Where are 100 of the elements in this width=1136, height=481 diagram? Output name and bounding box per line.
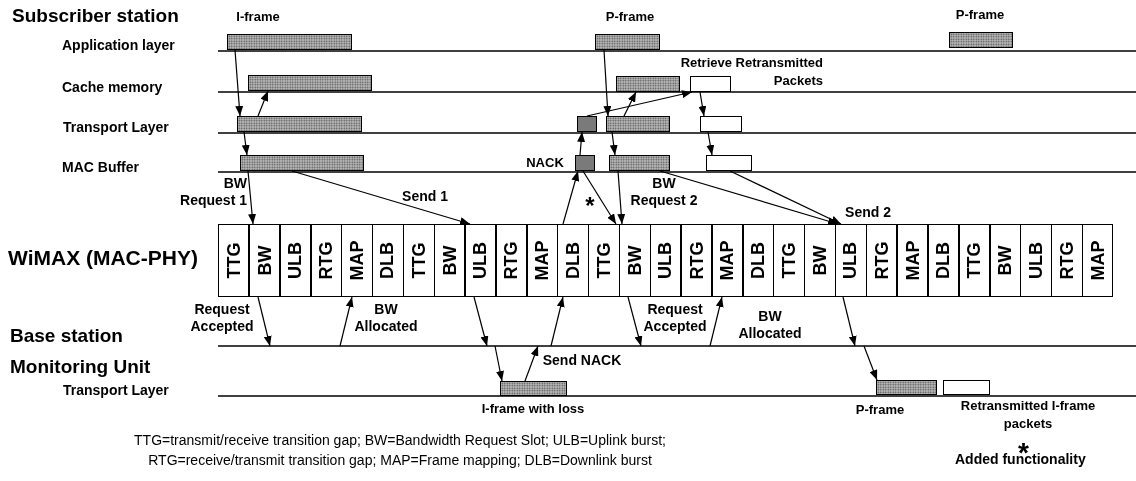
arrow xyxy=(709,296,724,347)
packet-bar xyxy=(237,116,362,132)
frame-slot xyxy=(464,224,497,297)
frame-slot xyxy=(1051,224,1083,297)
packet-bar xyxy=(706,155,752,171)
arrow xyxy=(234,49,244,117)
frame-slot xyxy=(279,224,312,297)
frame-slot xyxy=(495,224,528,297)
arrow xyxy=(257,296,272,347)
edge-label: BW Request 1 xyxy=(179,175,248,209)
slot-label: TTG xyxy=(223,242,245,279)
slot-label: BW xyxy=(809,245,831,276)
slot-label: BW xyxy=(994,245,1016,276)
frame-label: I-frame with loss xyxy=(481,399,585,418)
frame-slot xyxy=(403,224,435,297)
row-label: Base station xyxy=(10,326,123,347)
edge-label: Request Accepted xyxy=(189,301,255,335)
arrow xyxy=(842,296,857,347)
slot-label: MAP xyxy=(346,240,368,281)
slot-label: ULB xyxy=(284,242,306,279)
frame-slot xyxy=(588,224,620,297)
abbreviation-note: TTG=transmit/receive transition gap; BW=Bandwidth Request Slot; ULB=Uplink burst; RTG=receive/transmit transition gap; MAP=Frame mapping; DLB=Downlink burst xyxy=(133,431,667,471)
arrow xyxy=(603,49,612,117)
row-label: MAC Buffer xyxy=(62,160,139,176)
arrow xyxy=(706,131,715,156)
slot-label: RTG xyxy=(315,241,337,280)
arrow xyxy=(257,90,269,117)
frame-label: I-frame xyxy=(236,7,280,26)
slot-label: ULB xyxy=(655,242,677,279)
slot-label: TTG xyxy=(963,242,985,279)
slot-label: TTG xyxy=(593,242,615,279)
frame-label: P-frame xyxy=(955,5,1005,24)
frame-label: P-frame xyxy=(855,400,905,419)
slot-label: BW xyxy=(439,245,461,276)
packet-bar xyxy=(240,155,364,171)
arrow xyxy=(241,131,250,156)
packet-bar xyxy=(876,380,937,395)
slot-label: TTG xyxy=(778,242,800,279)
frame-label: P-frame xyxy=(605,7,655,26)
edge-label: Send 1 xyxy=(401,187,449,205)
arrow xyxy=(550,296,565,347)
slot-label: BW xyxy=(624,245,646,276)
packet-bar xyxy=(595,34,660,50)
slot-label: DLB xyxy=(932,242,954,279)
frame-slot xyxy=(1020,224,1052,297)
slot-label: MAP xyxy=(1087,240,1109,281)
row-label: Subscriber station xyxy=(12,6,179,27)
frame-slot xyxy=(989,224,1021,297)
edge-label: BW Request 2 xyxy=(629,175,699,209)
slot-label: ULB xyxy=(840,242,862,279)
row-label: Transport Layer xyxy=(63,120,169,136)
slot-label: TTG xyxy=(408,242,430,279)
frame-label: NACK xyxy=(526,153,564,172)
arrow xyxy=(494,345,504,382)
edge-label: BW Allocated xyxy=(737,308,803,342)
slot-label: DLB xyxy=(747,242,769,279)
packet-bar xyxy=(943,380,990,395)
edge-label: BW Allocated xyxy=(353,301,419,335)
arrow xyxy=(586,90,693,117)
slot-label: ULB xyxy=(1025,242,1047,279)
slot-label: RTG xyxy=(500,241,522,280)
slot-label: MAP xyxy=(902,240,924,281)
arrow xyxy=(609,131,618,156)
frame-slot xyxy=(680,224,713,297)
arrow xyxy=(698,91,707,117)
slot-label: RTG xyxy=(686,241,708,280)
packet-bar xyxy=(949,32,1013,48)
frame-slot xyxy=(742,224,774,297)
row-label: Transport Layer xyxy=(63,383,169,399)
arrow xyxy=(729,170,842,225)
edge-label: Request Accepted xyxy=(642,301,708,335)
frame-slot xyxy=(835,224,867,297)
arrow xyxy=(623,91,637,117)
slot-label: DLB xyxy=(562,242,584,279)
packet-bar xyxy=(575,155,595,171)
slot-label: DLB xyxy=(377,242,399,279)
row-label: Added functionality xyxy=(955,452,1086,468)
edge-label: * xyxy=(584,191,596,221)
frame-slot xyxy=(711,224,744,297)
arrow xyxy=(291,170,471,225)
packet-bar xyxy=(227,34,352,50)
frame-slot xyxy=(896,224,929,297)
packet-bar xyxy=(609,155,670,171)
frame-slot xyxy=(434,224,466,297)
frame-slot xyxy=(650,224,682,297)
row-label: Application layer xyxy=(62,38,175,54)
frame-slot xyxy=(526,224,558,297)
row-label: Cache memory xyxy=(62,80,163,96)
slot-label: MAP xyxy=(716,240,738,281)
frame-slot xyxy=(866,224,898,297)
frame-label: Retrieve Retransmitted Packets xyxy=(679,53,823,90)
frame-slot xyxy=(372,224,404,297)
arrow xyxy=(339,296,354,347)
frame-slot xyxy=(1082,224,1114,297)
packet-bar xyxy=(700,116,742,132)
slot-label: BW xyxy=(254,245,276,276)
slot-label: RTG xyxy=(871,241,893,280)
packet-bar xyxy=(606,116,670,132)
frame-label: Retransmitted I-frame packets xyxy=(959,396,1097,433)
arrow xyxy=(247,170,257,225)
